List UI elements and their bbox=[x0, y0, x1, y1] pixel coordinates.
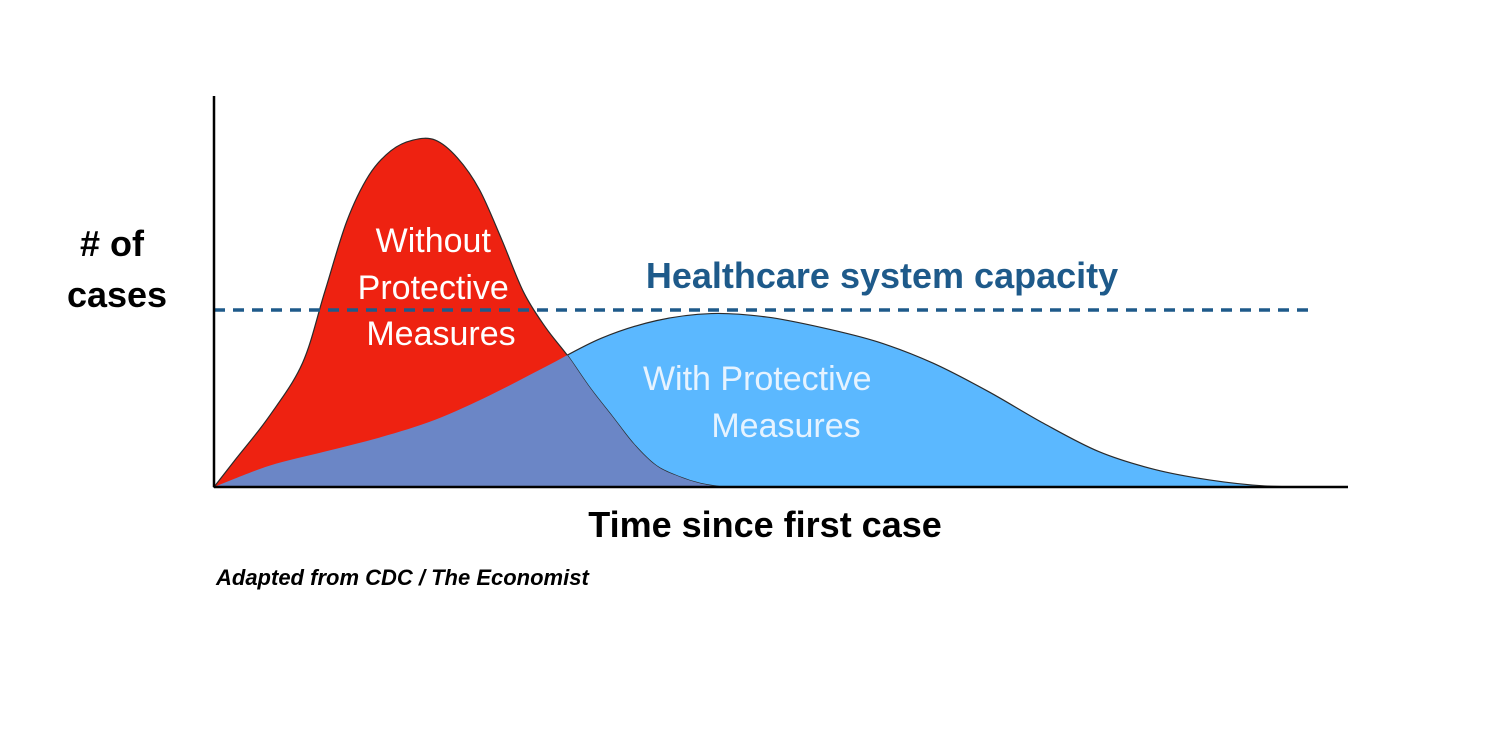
series-overlap-area bbox=[214, 313, 723, 487]
series-label-without-line-1: Without bbox=[376, 222, 492, 260]
source-note: Adapted from CDC / The Economist bbox=[215, 565, 590, 590]
y-axis-label: # of cases bbox=[67, 223, 167, 315]
x-axis-label: Time since first case bbox=[588, 504, 942, 545]
series-label-without-line-2: Protective bbox=[358, 269, 509, 307]
series-label-with-line-2: Measures bbox=[711, 407, 860, 445]
series-label-with-protective-measures: With Protective Measures bbox=[643, 360, 881, 445]
series-label-with-line-1: With Protective bbox=[643, 360, 872, 398]
capacity-label: Healthcare system capacity bbox=[646, 255, 1118, 296]
series-label-without-protective-measures: Without Protective Measures bbox=[358, 222, 519, 353]
series-label-without-line-3: Measures bbox=[366, 315, 515, 353]
y-axis-label-line-2: cases bbox=[67, 274, 167, 315]
y-axis-label-line-1: # of bbox=[80, 223, 145, 264]
